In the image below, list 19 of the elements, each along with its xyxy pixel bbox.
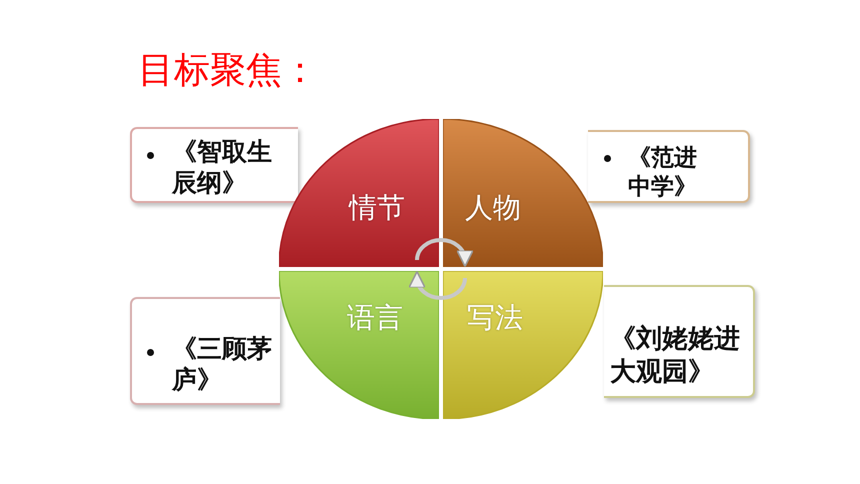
quadrant-label: 写法 [467,300,523,336]
book-title: 《范进中学》 [628,144,698,202]
text-box [588,130,750,203]
curved-arrow [415,238,474,268]
pie-quadrant [443,271,603,419]
curved-arrow [408,270,467,300]
quadrant-label: 人物 [465,190,521,226]
text-box [130,127,298,203]
text-box [130,297,280,405]
heading-text: 目标聚焦： [138,49,318,93]
pie-quadrant [279,119,439,267]
book-title: 《智取生辰纲》 [172,136,273,198]
pie-quadrant [279,271,439,419]
pie-quadrant [443,119,603,267]
quadrant-label: 情节 [349,190,405,226]
quadrant-label: 语言 [347,300,403,336]
text-box [604,285,755,398]
book-title: 《三顾茅庐》 [172,333,273,396]
book-title: 《刘姥姥进大观园》 [610,323,741,388]
